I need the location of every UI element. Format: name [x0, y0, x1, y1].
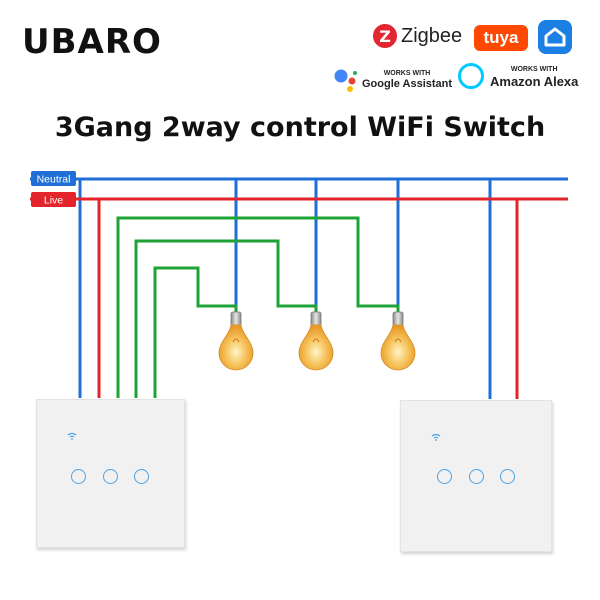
home-icon: [538, 20, 572, 54]
google-assistant-label: Google Assistant: [362, 78, 453, 90]
works-with-label: WORKS WITH: [383, 70, 431, 77]
light-bulb-icon: [380, 311, 416, 371]
zigbee-logo: Z Zigbee: [373, 24, 462, 48]
alexa-icon: [458, 63, 484, 89]
touch-button-2[interactable]: [103, 469, 118, 484]
touch-button-2[interactable]: [469, 469, 484, 484]
google-assistant-icon: [333, 67, 359, 95]
amazon-alexa-badge: WORKS WITH Amazon Alexa: [490, 66, 578, 88]
companion-switch-panel: [400, 400, 552, 552]
live-wire: [30, 197, 568, 399]
zigbee-icon: Z: [373, 24, 397, 48]
live-label-tag: Live: [31, 192, 76, 207]
touch-button-1[interactable]: [437, 469, 452, 484]
neutral-label: Neutral: [37, 174, 71, 186]
wifi-icon: [431, 433, 441, 441]
neutral-wire: [30, 177, 568, 399]
page-title: 3Gang 2way control WiFi Switch: [54, 112, 546, 143]
brand-logo: UBARO: [22, 22, 162, 62]
light-bulb-icon: [298, 311, 334, 371]
wifi-icon: [67, 432, 77, 440]
touch-button-3[interactable]: [500, 469, 515, 484]
google-assistant-badge: WORKS WITH Google Assistant: [362, 70, 452, 90]
wired-switch-panel: [36, 399, 185, 548]
tuya-logo: tuya: [474, 25, 528, 51]
works-with-label: WORKS WITH: [510, 66, 558, 73]
touch-button-1[interactable]: [71, 469, 86, 484]
live-label: Live: [44, 195, 63, 207]
light-bulb-icon: [218, 311, 254, 371]
zigbee-text: Zigbee: [401, 24, 463, 47]
neutral-label-tag: Neutral: [31, 171, 76, 186]
touch-button-3[interactable]: [134, 469, 149, 484]
switched-wires: [116, 216, 400, 398]
amazon-alexa-label: Amazon Alexa: [490, 74, 579, 89]
